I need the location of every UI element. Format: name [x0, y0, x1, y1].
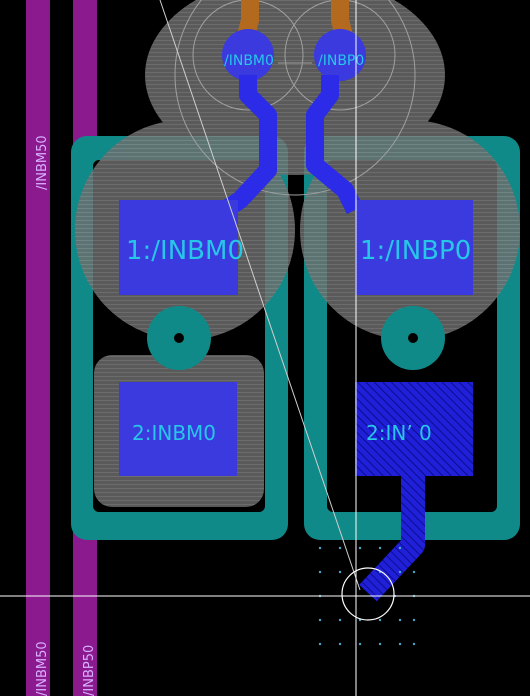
- track-left-inbm50[interactable]: [26, 0, 50, 696]
- ratsnest-line: [159, 0, 361, 591]
- grid-dots: [318, 546, 416, 646]
- pad2-left-label: 2:INBM0: [132, 421, 216, 445]
- pad1-right[interactable]: [355, 200, 473, 295]
- track-label-top: /INBM50: [35, 135, 50, 190]
- mount-hole-right-drill: [408, 333, 418, 343]
- track-label-bottom-right: /INBP50: [82, 645, 97, 696]
- pad2-right[interactable]: [355, 382, 473, 476]
- pad2-left[interactable]: [119, 382, 237, 476]
- pad2-right-label: 2:IN’ 0: [366, 421, 432, 445]
- trace-right[interactable]: [306, 75, 364, 215]
- pad1-left[interactable]: [119, 200, 238, 295]
- zone-outlines: [174, 0, 416, 196]
- trace-routing[interactable]: [359, 476, 425, 602]
- via-right[interactable]: [314, 29, 366, 81]
- via-left[interactable]: [222, 29, 274, 81]
- via-left-label: /INBM0: [224, 53, 274, 69]
- via-right-label: /INBP0: [318, 53, 364, 69]
- pad1-right-label: 1:/INBP0: [360, 236, 471, 266]
- mount-hole-left-drill: [174, 333, 184, 343]
- track-label-bottom-left: /INBM50: [35, 641, 50, 696]
- pad1-left-label: 1:/INBM0: [126, 236, 244, 266]
